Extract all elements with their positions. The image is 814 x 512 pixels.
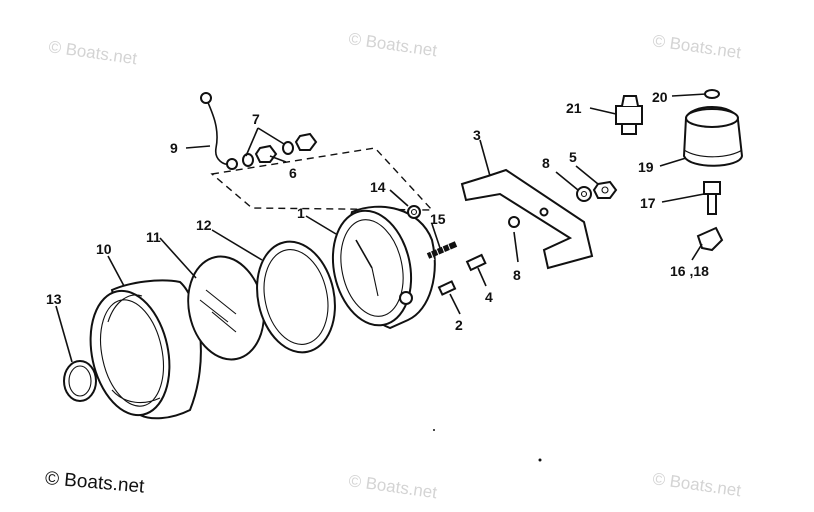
part-12-gasket bbox=[256, 240, 336, 354]
part-2-screw bbox=[437, 280, 457, 296]
part-6-nuts bbox=[254, 132, 318, 163]
callout-17: 17 bbox=[640, 195, 656, 211]
part-7-washers bbox=[242, 141, 294, 167]
callout-14: 14 bbox=[370, 179, 386, 195]
callout-1: 1 bbox=[297, 205, 305, 221]
callout-8-upper: 8 bbox=[542, 155, 550, 171]
part-21-sender bbox=[615, 95, 643, 135]
stray-dot bbox=[538, 458, 542, 462]
callout-2: 2 bbox=[455, 317, 463, 333]
part-19-sender-cap bbox=[682, 106, 744, 167]
callout-16-18: 16 ,18 bbox=[670, 263, 709, 279]
part-14-nut bbox=[407, 205, 421, 219]
callout-5: 5 bbox=[569, 149, 577, 165]
assembly-dashed-outline bbox=[210, 147, 434, 211]
callout-9: 9 bbox=[170, 140, 178, 156]
leader-lines bbox=[55, 93, 707, 363]
callout-3: 3 bbox=[473, 127, 481, 143]
watermark: © Boats.net bbox=[651, 469, 742, 500]
part-16-18-terminal bbox=[696, 226, 724, 252]
callout-8-lower: 8 bbox=[513, 267, 521, 283]
part-13-o-ring bbox=[63, 360, 97, 402]
watermark: © Boats.net bbox=[347, 29, 438, 60]
callout-19: 19 bbox=[638, 159, 654, 175]
part-15-stud bbox=[426, 241, 458, 261]
part-3-bracket bbox=[460, 168, 594, 270]
callout-12: 12 bbox=[196, 217, 212, 233]
callout-4: 4 bbox=[485, 289, 493, 305]
part-8-washer bbox=[576, 186, 592, 202]
part-1-gauge-body bbox=[331, 205, 436, 330]
callout-6: 6 bbox=[289, 165, 297, 181]
callout-13: 13 bbox=[46, 291, 62, 307]
stray-dot bbox=[433, 429, 435, 431]
part-11-lens bbox=[187, 255, 265, 361]
callout-21: 21 bbox=[566, 100, 582, 116]
watermark: © Boats.net bbox=[47, 37, 138, 68]
part-5-nut bbox=[592, 180, 618, 199]
callout-7: 7 bbox=[252, 111, 260, 127]
watermark: © Boats.net bbox=[651, 31, 742, 62]
part-17-fitting bbox=[703, 181, 721, 215]
watermark: © Boats.net bbox=[347, 471, 438, 502]
part-4-screw bbox=[465, 253, 487, 272]
callout-10: 10 bbox=[96, 241, 112, 257]
callout-20: 20 bbox=[652, 89, 668, 105]
callout-15: 15 bbox=[430, 211, 446, 227]
part-20-clip bbox=[704, 89, 720, 99]
callout-11: 11 bbox=[146, 229, 161, 245]
part-9-ground-lead bbox=[200, 92, 238, 170]
part-10-bezel-housing bbox=[89, 279, 202, 420]
